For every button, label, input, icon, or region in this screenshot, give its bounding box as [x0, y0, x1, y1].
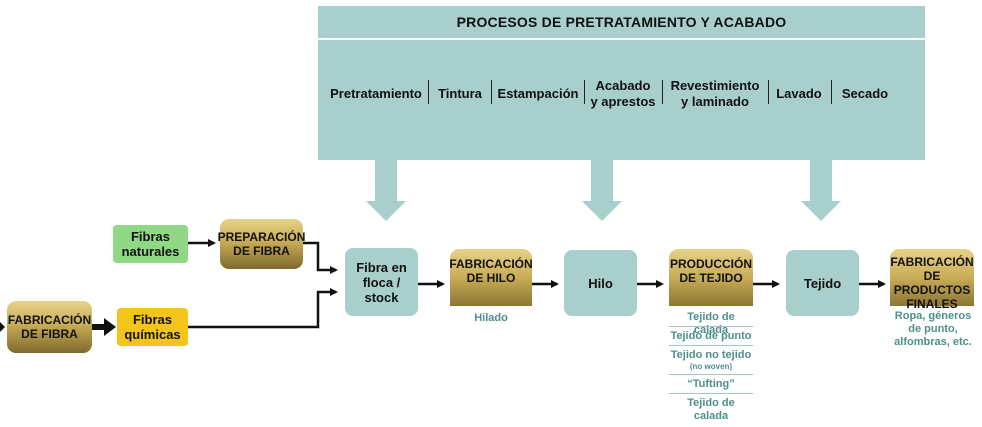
process-separator	[831, 80, 832, 104]
tejido-type-item: Tejido de calada	[687, 311, 735, 336]
process-secado: Secado	[841, 86, 889, 101]
down-arrow-icon	[801, 201, 841, 221]
panel-title: PROCESOS DE PRETRATAMIENTO Y ACABADO	[456, 14, 787, 30]
process-lavado: Lavado	[776, 86, 822, 101]
fibra-floca-box: Fibra en floca / stock	[345, 248, 418, 316]
panel-divider	[318, 38, 925, 40]
tejido-divider	[669, 345, 753, 346]
hilo-box: Hilo	[564, 250, 637, 316]
fibras-naturales-box: Fibras naturales	[113, 225, 188, 263]
process-acabado: Acabado y apres­tos	[590, 78, 656, 109]
down-arrow-shaft	[591, 160, 613, 202]
process-revestimiento: Revestimiento y laminado	[670, 78, 760, 109]
fabricacion-fibra-box: FABRICACIÓN DE FIBRA	[7, 301, 92, 353]
process-separator	[662, 80, 663, 104]
arrow-quimicas-fibra	[188, 288, 338, 329]
process-estampacion: Estampación	[497, 86, 579, 101]
arrow-preparacion-fibra	[303, 241, 338, 274]
fabricacion-productos-banner: FABRICACIÓN DE PRODUCTOS FINALES	[890, 249, 974, 311]
fabricacion-hilo-banner: FABRICACIÓN DE HILO	[449, 249, 533, 306]
fibras-quimicas-box: Fibras químicas	[117, 308, 188, 346]
arrow-fabfibra-quimicas-head	[104, 318, 116, 336]
incoming-arrow-head	[0, 322, 5, 332]
process-separator	[491, 80, 492, 104]
tejido-divider	[669, 326, 753, 327]
process-pretratamiento: Pretratamiento	[330, 86, 422, 101]
process-tintura: Tintura	[438, 86, 482, 101]
hilado-caption: Hilado	[474, 312, 508, 324]
down-arrow-icon	[582, 201, 622, 221]
tejido-divider	[669, 393, 753, 394]
produccion-tejido-banner: PRODUCCIÓN DE TEJIDO	[669, 249, 753, 306]
tejido-type-item: “Tufting”	[687, 378, 735, 390]
down-arrow-icon	[366, 201, 406, 221]
processes-panel	[318, 6, 925, 160]
process-separator	[584, 80, 585, 104]
process-separator	[428, 80, 429, 104]
tejido-type-item: Tejido de calada	[687, 397, 735, 422]
down-arrow-shaft	[810, 160, 832, 202]
tejido-type-item: Tejido no tejido	[670, 349, 752, 361]
process-separator	[768, 80, 769, 104]
preparacion-fibra-box: PREPARACIÓN DE FIBRA	[218, 219, 305, 269]
tejido-type-note: (no woven)	[689, 362, 733, 371]
tejido-type-item: Tejido de punto	[670, 330, 752, 342]
down-arrow-shaft	[375, 160, 397, 202]
productos-caption: Ropa, géneros de punto, alfombras, etc.	[894, 310, 972, 348]
tejido-box: Tejido	[786, 250, 859, 316]
tejido-divider	[669, 374, 753, 375]
